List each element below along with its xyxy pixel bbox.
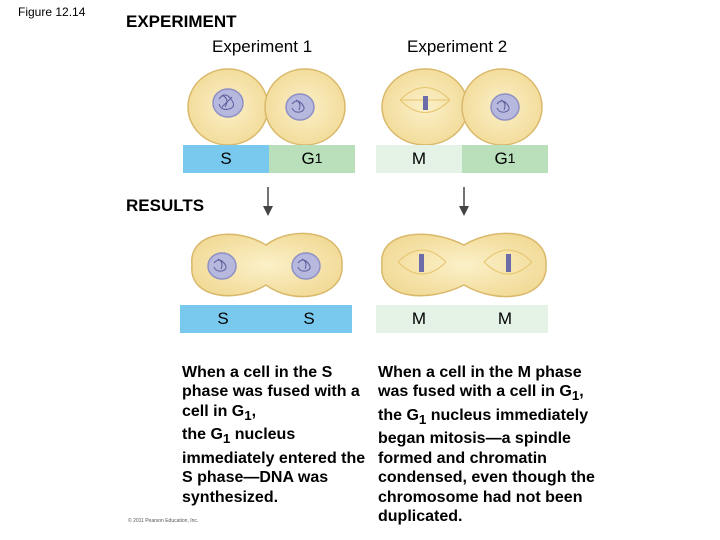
exp1-result-text: When a cell in the S phase was fused wit…: [182, 363, 366, 506]
exp2-before-phase-m: M: [376, 145, 462, 173]
exp2-after-bg: [376, 305, 548, 333]
exp2-arrow-head: [459, 206, 469, 216]
exp1-arrow-head: [263, 206, 273, 216]
exp1-fused-chromatin-right: [297, 258, 311, 272]
exp1-fused-cell: [191, 232, 343, 298]
exp1-before-cells: [187, 68, 346, 146]
exp1-s-chromatin: [218, 94, 235, 110]
exp2-after-phase-bar: M M: [376, 305, 548, 333]
exp2-g1-chromatin: [496, 99, 510, 113]
exp1-after-bg: [180, 305, 352, 333]
experiment-heading: EXPERIMENT: [126, 12, 237, 31]
arrows: [263, 187, 469, 216]
copyright-notice: © 2011 Pearson Education, Inc.: [128, 518, 199, 524]
exp1-g1-chromatin: [291, 99, 305, 113]
exp2-after-phase-left: M: [411, 309, 427, 328]
exp1-before-phase-s: S: [183, 145, 269, 173]
exp1-after-phase-left: S: [217, 309, 229, 328]
exp1-after-phase-right: S: [303, 309, 315, 328]
exp2-fused-spindle-right: [483, 249, 533, 275]
exp2-fused-membrane: [381, 232, 547, 298]
figure-label: Figure 12.14: [18, 5, 86, 19]
exp2-condensed-chromosome: [423, 96, 428, 110]
experiment-2-title: Experiment 2: [407, 37, 508, 56]
experiment-1-title: Experiment 1: [212, 37, 313, 56]
exp1-fused-membrane: [191, 232, 343, 298]
exp2-fused-chromosome-right: [506, 254, 511, 272]
exp2-fused-spindle-left: [397, 249, 447, 275]
exp2-after-phase-right: M: [497, 309, 513, 328]
exp2-fused-cell: [381, 232, 547, 298]
exp1-after-phase-bar: S S: [180, 305, 352, 333]
exp2-result-text: When a cell in the M phase was fused wit…: [378, 363, 595, 526]
exp2-before-cells: [381, 68, 543, 146]
results-heading: RESULTS: [126, 196, 205, 215]
exp1-fused-chromatin-left: [213, 258, 227, 272]
exp1-s-nucleus: [212, 88, 244, 118]
exp2-fused-chromosome-left: [419, 254, 424, 272]
